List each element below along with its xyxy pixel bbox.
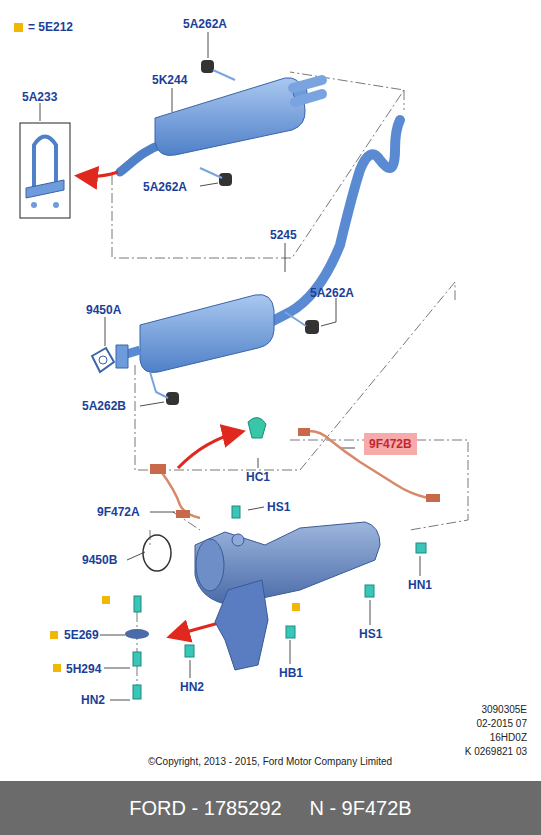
- callout-number: 5A262A: [183, 17, 227, 31]
- legend-text: = 5E212: [28, 20, 73, 34]
- node-text: 9F472B: [369, 437, 412, 451]
- callout-number: HB1: [279, 666, 303, 680]
- callout-number: 5245: [270, 228, 297, 242]
- callout-number: HN2: [180, 680, 204, 694]
- callout-number: HC1: [246, 470, 270, 484]
- callout-number: HN1: [408, 578, 432, 592]
- callout-number: 9450A: [86, 303, 121, 317]
- callout-number: HS1: [359, 627, 382, 641]
- callout-number: 5A262A: [310, 286, 354, 300]
- highlight-box: 9F472B: [364, 433, 417, 455]
- callout-number: 5A262B: [82, 399, 126, 413]
- node-text: FORD - 1785292 N - 9F472B: [129, 797, 411, 819]
- drawing-code: 02-2015 07: [476, 717, 527, 731]
- callout-number: 5H294: [66, 662, 101, 676]
- drawing-code: 3090305E: [481, 703, 527, 717]
- drawing-code: K 0269821 03: [465, 745, 527, 759]
- callout-number: 5K244: [152, 73, 187, 87]
- callout-number: 9F472A: [97, 505, 140, 519]
- callout-number: 5A262A: [143, 180, 187, 194]
- part-number-band: FORD - 1785292 N - 9F472B: [0, 781, 541, 835]
- callout-number: 5A233: [22, 90, 57, 104]
- legend-swatch: [14, 23, 23, 32]
- callout-number: 5E269: [64, 628, 99, 642]
- callout-number: 9450B: [82, 553, 117, 567]
- callout-number: HN2: [81, 693, 105, 707]
- copyright: ©Copyright, 2013 - 2015, Ford Motor Comp…: [148, 755, 392, 769]
- drawing-code: 16HD0Z: [490, 731, 527, 745]
- callout-number: HS1: [267, 500, 290, 514]
